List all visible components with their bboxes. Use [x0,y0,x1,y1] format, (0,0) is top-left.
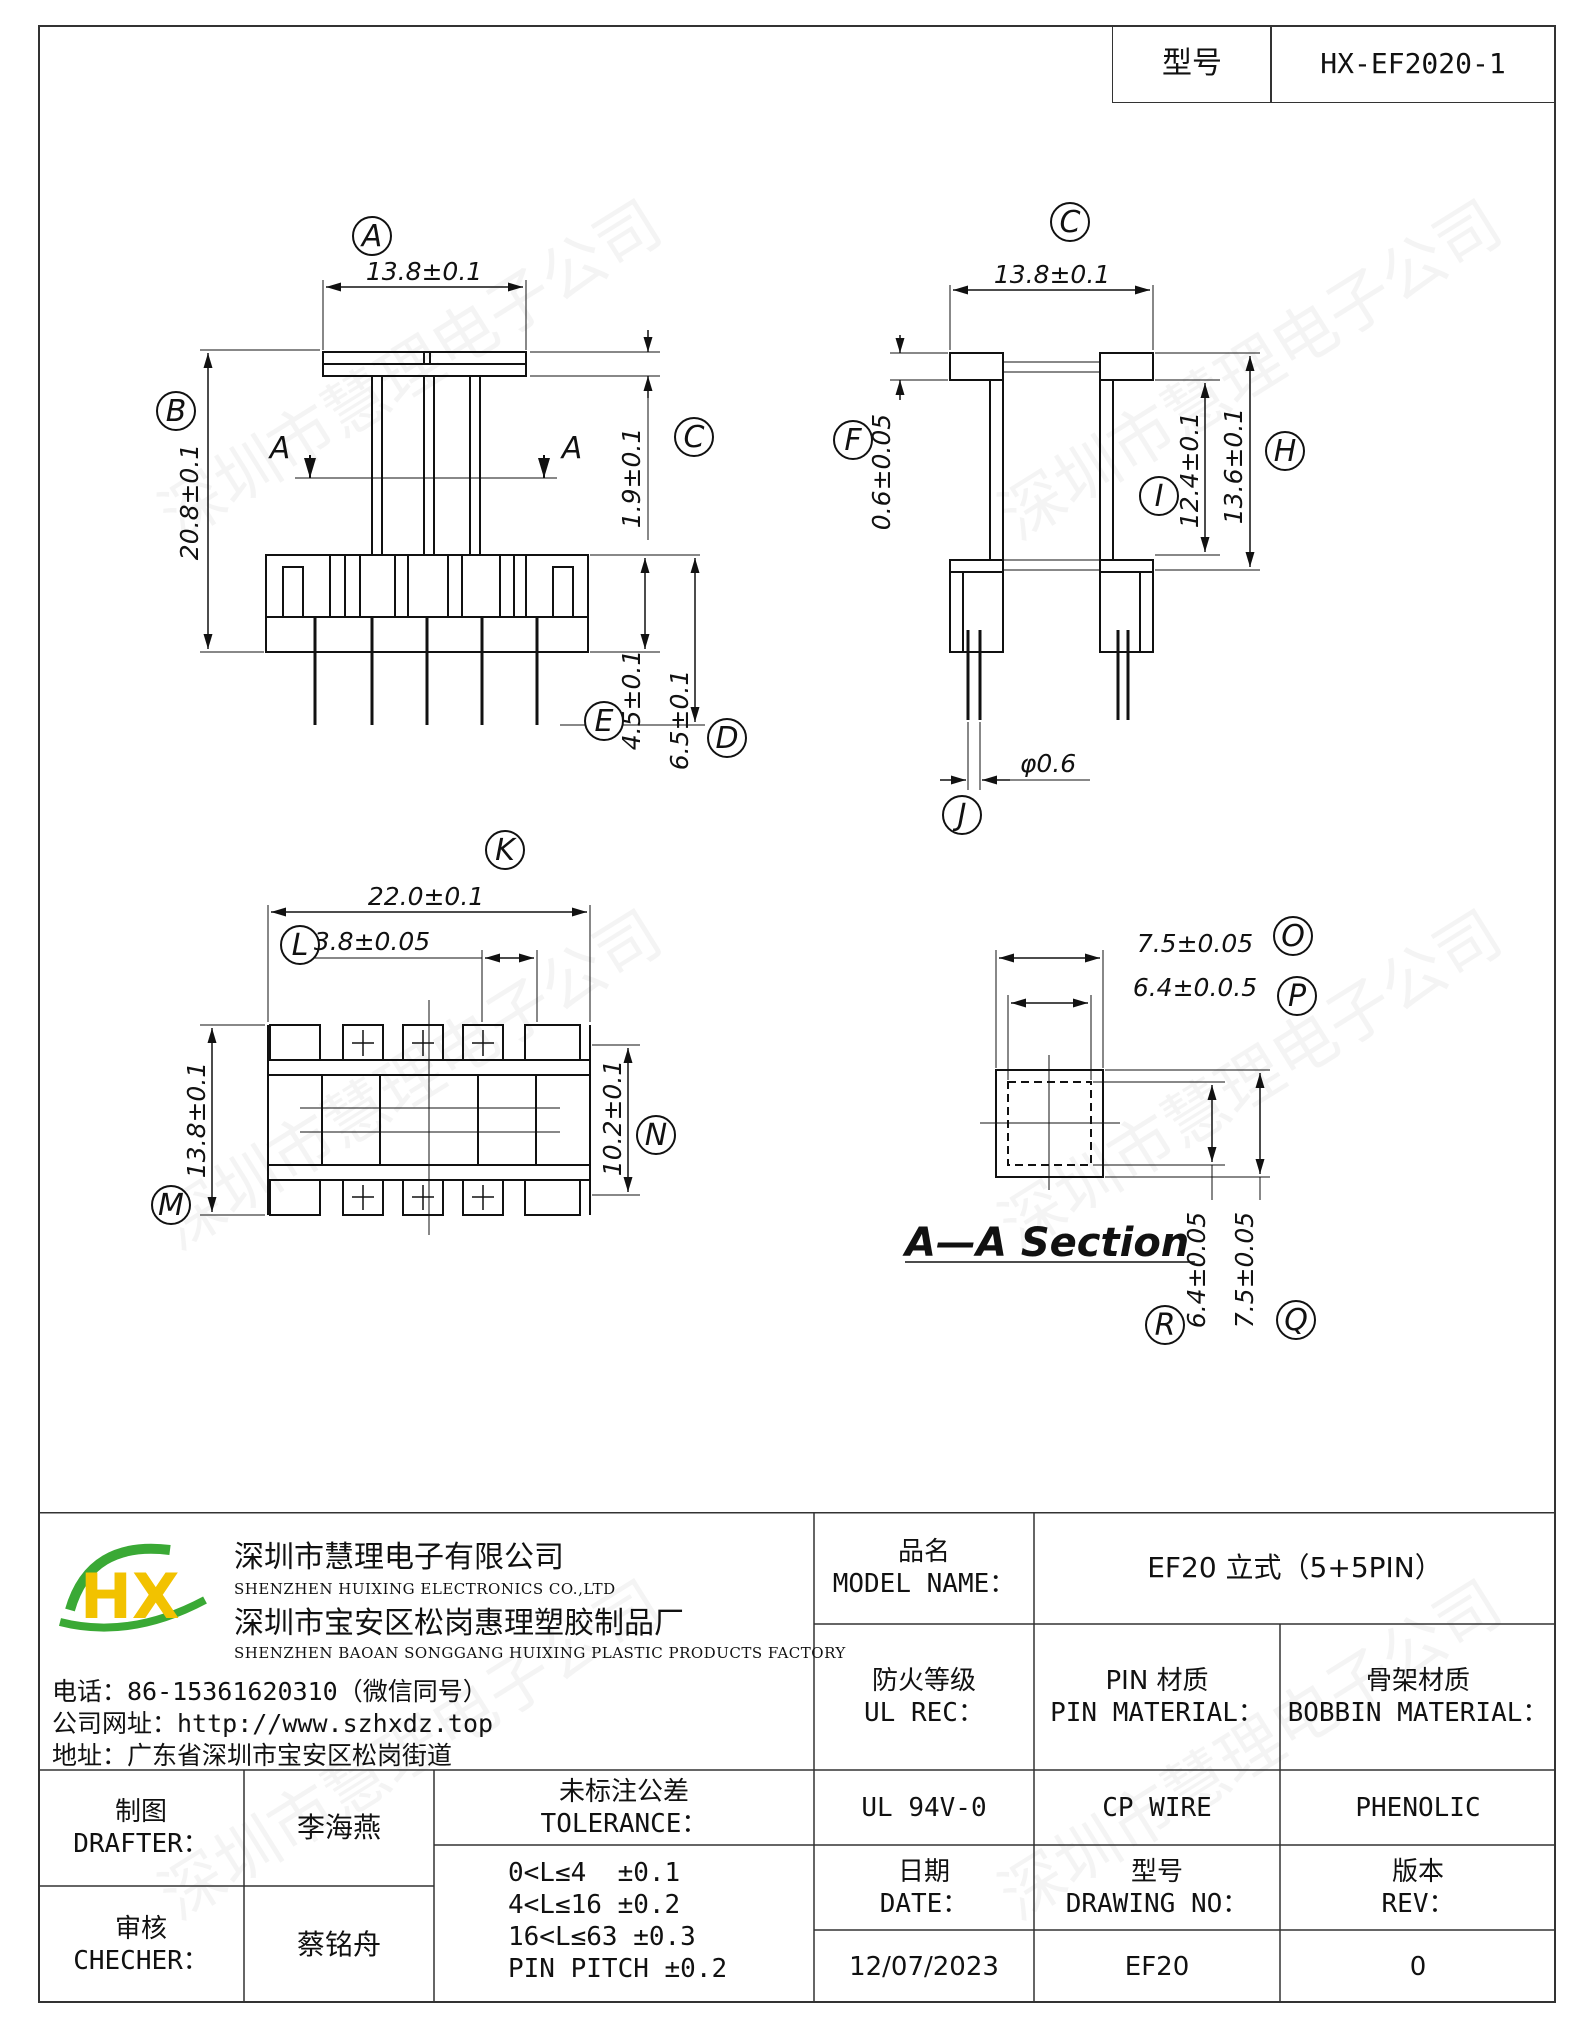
dim-F: 0.6±0.05 [867,414,896,530]
drawing-no-value: EF20 [1124,1951,1190,1982]
technical-drawing: A 13.8±0.1 B 20.8±0.1 A A C 1.9±0.1 E 4.… [151,202,1317,1345]
company-name-en: SHENZHEN HUIXING ELECTRONICS CO.,LTD [234,1580,616,1598]
dim-N: 10.2±0.1 [598,1060,627,1176]
dim-I: 12.4±0.1 [1175,412,1204,528]
dim-E: 4.5±0.1 [617,650,646,750]
ul-rec-value: UL 94V-0 [861,1792,987,1823]
bottom-view [200,905,640,1235]
side-view [890,285,1260,790]
factory-name-cn: 深圳市宝安区松岗惠理塑胶制品厂 [234,1606,684,1641]
dim-H: 13.6±0.1 [1219,408,1248,524]
label-K: K [495,833,517,868]
company-name-cn: 深圳市慧理电子有限公司 [234,1540,564,1575]
label-C-side: C [1060,205,1081,240]
dim-Q: 7.5±0.05 [1230,1212,1259,1328]
dim-B: 20.8±0.1 [175,444,204,560]
date-value: 12/07/2023 [849,1951,999,1982]
rev-value: 0 [1409,1951,1427,1982]
dim-C-front: 1.9±0.1 [617,428,646,528]
dim-O: 7.5±0.05 [1137,929,1253,958]
dim-R: 6.4±0.05 [1182,1212,1211,1328]
pin-material-value: CP WIRE [1102,1792,1212,1823]
dim-D: 6.5±0.1 [665,670,694,770]
tolerance-line: PIN PITCH ±0.2 [508,1954,728,1984]
company-address: 地址：广东省深圳市宝安区松岗街道 [52,1741,453,1770]
dim-C-side: 13.8±0.1 [994,260,1110,289]
dim-M: 13.8±0.1 [182,1062,211,1178]
dimension-labels: A 13.8±0.1 B 20.8±0.1 A A C 1.9±0.1 E 4.… [151,202,1317,1345]
label-M: M [158,1188,184,1223]
dim-P: 6.4±0.0.5 [1133,973,1257,1002]
model-name-value: EF20 立式（5+5PIN） [1147,1551,1443,1584]
header-model-label: 型号 [1112,25,1272,103]
section-title: A—A Section [902,1220,1189,1266]
label-E: E [595,704,614,739]
label-L: L [292,928,309,963]
label-Q: Q [1284,1303,1308,1338]
label-B: B [166,394,187,429]
label-A: A [360,219,383,254]
tolerance-line: 4<L≤16 ±0.2 [508,1890,681,1920]
label-N: N [645,1118,667,1153]
tolerance-table: 0<L≤4 ±0.1 4<L≤16 ±0.2 16<L≤63 ±0.3 PIN … [508,1857,808,1985]
title-block-grid [38,1512,1556,2003]
header-model-value: HX-EF2020-1 [1270,25,1556,103]
tolerance-line: 16<L≤63 ±0.3 [508,1922,696,1952]
dim-K: 22.0±0.1 [368,882,484,911]
label-R: R [1155,1308,1176,1343]
label-H: H [1274,434,1297,469]
logo-letter-h: HX [80,1560,180,1633]
label-I: I [1155,479,1164,514]
factory-name-en: SHENZHEN BAOAN SONGGANG HUIXING PLASTIC … [234,1644,846,1662]
label-F: F [844,423,862,458]
section-mark-left: A [268,431,291,466]
checker-name: 蔡铭舟 [296,1927,381,1961]
company-logo: HX [59,1543,207,1633]
front-view [200,280,705,726]
section-view [905,950,1270,1263]
dim-J: φ0.6 [1020,749,1076,778]
dim-L: 3.8±0.05 [314,927,430,956]
bobbin-material-value: PHENOLIC [1355,1792,1481,1823]
tolerance-line: 0<L≤4 ±0.1 [508,1858,681,1888]
section-mark-right: A [560,431,583,466]
label-O: O [1281,919,1305,954]
dim-A: 13.8±0.1 [366,257,482,286]
label-P: P [1288,979,1307,1014]
company-website[interactable]: 公司网址：http://www.szhxdz.top [52,1709,494,1738]
title-block: HX 深圳市慧理电子有限公司 SHENZHEN HUIXING ELECTRON… [38,1512,1556,2003]
company-phone: 电话：86-15361620310（微信同号） [52,1677,488,1706]
drafter-name: 李海燕 [296,1811,381,1844]
label-D: D [715,721,738,756]
label-C-front: C [684,420,705,455]
